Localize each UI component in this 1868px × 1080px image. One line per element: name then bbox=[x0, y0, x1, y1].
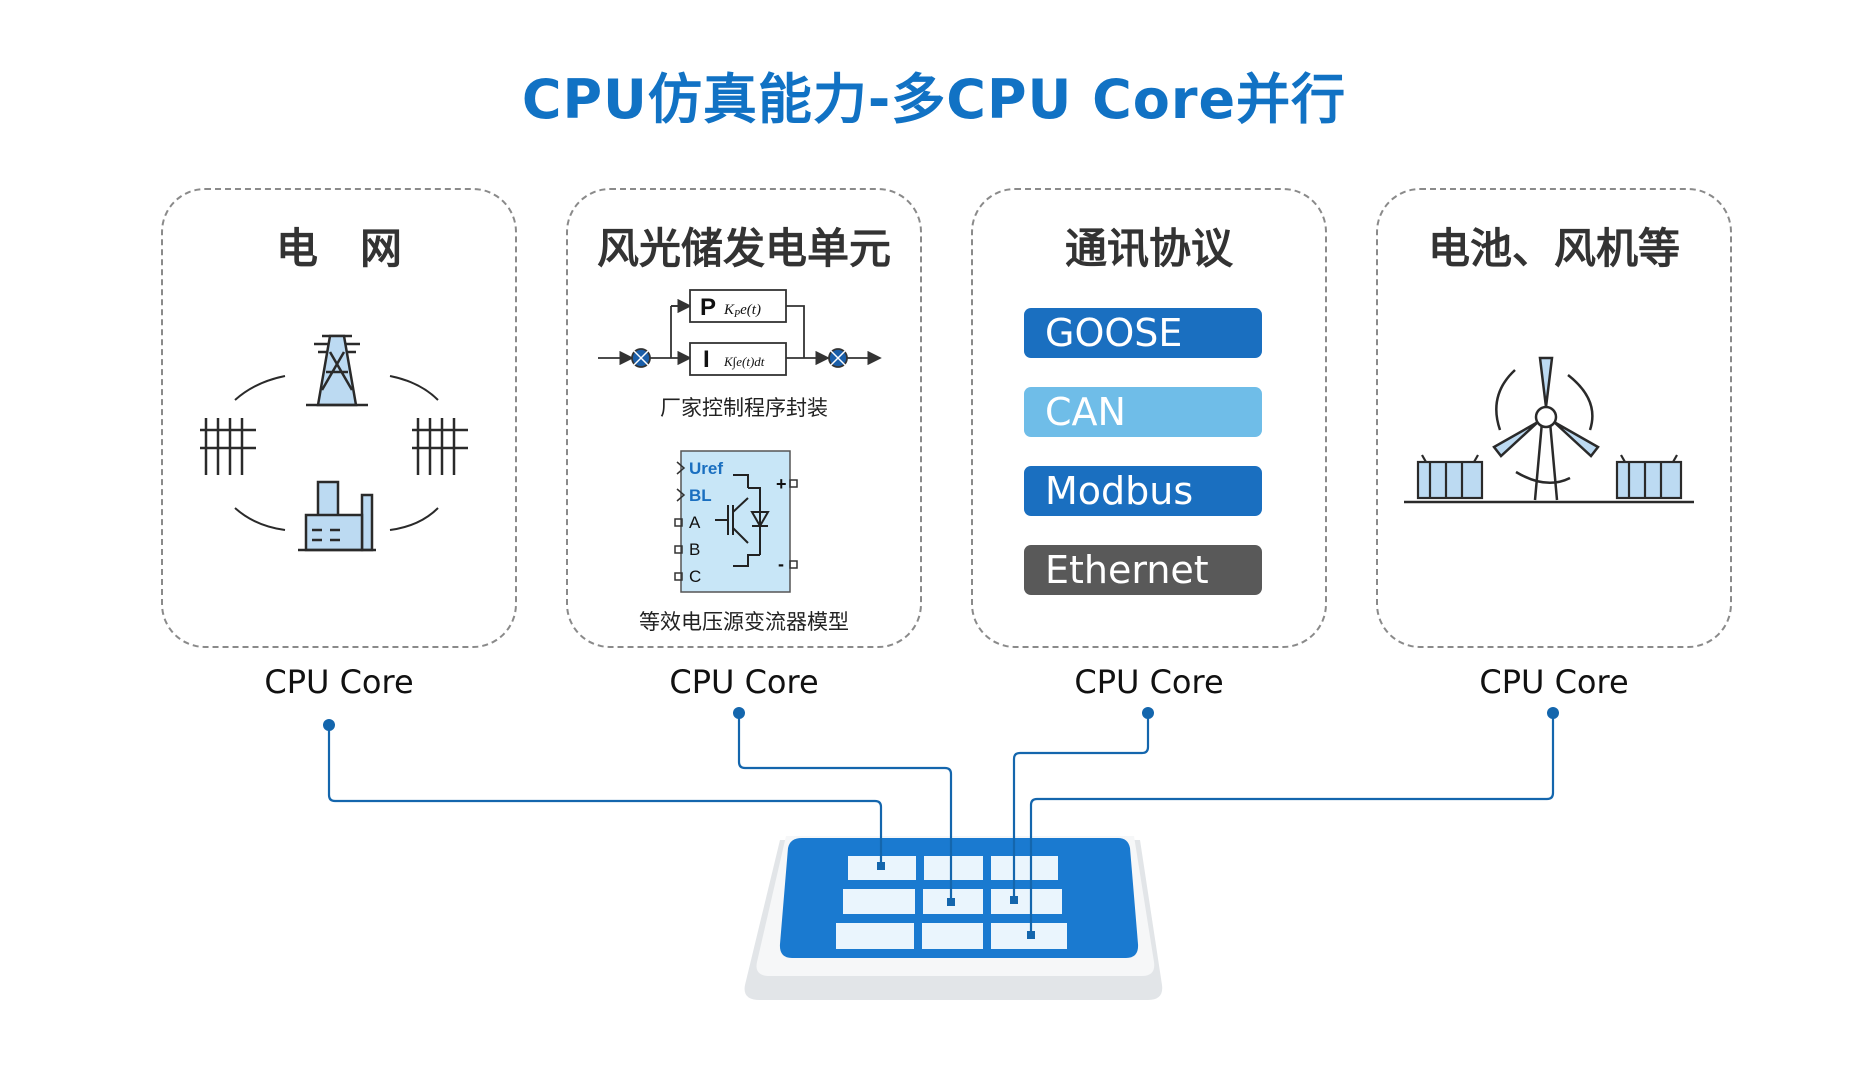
power-grid-icon bbox=[234, 375, 439, 531]
i-symbol: I bbox=[703, 346, 710, 373]
battery-container-icon bbox=[1416, 454, 1484, 500]
panel-title-generation: 风光储发电单元 bbox=[596, 224, 891, 273]
panel-title-grid: 电 网 bbox=[275, 224, 402, 273]
vsc-input-a: A bbox=[689, 513, 701, 532]
page-title: CPU仿真能力-多CPU Core并行 bbox=[521, 68, 1347, 131]
panel-title-protocols: 通讯协议 bbox=[1064, 224, 1233, 273]
cpu-chip-icon bbox=[744, 836, 1163, 1000]
wind-turbine-icon bbox=[1492, 356, 1600, 501]
protocol-can: CAN bbox=[1024, 387, 1262, 437]
pi-controller-diagram bbox=[598, 289, 882, 376]
protocol-modbus: Modbus bbox=[1024, 466, 1262, 516]
core-label-2: CPU Core bbox=[669, 663, 819, 701]
igbt-icon bbox=[715, 474, 770, 567]
vsc-input-bl: BL bbox=[689, 486, 712, 505]
core-label-1: CPU Core bbox=[264, 663, 414, 701]
vsc-input-uref: Uref bbox=[689, 459, 723, 478]
transmission-tower-icon bbox=[306, 334, 368, 407]
controller-caption: 厂家控制程序封装 bbox=[660, 396, 828, 420]
core-label-4: CPU Core bbox=[1479, 663, 1629, 701]
connection-endpoints bbox=[323, 707, 1559, 939]
p-symbol: P bbox=[700, 294, 716, 321]
vsc-input-c: C bbox=[689, 567, 701, 586]
vsc-minus: - bbox=[778, 554, 784, 574]
core-connection-lines bbox=[327, 713, 1555, 935]
protocol-ethernet: Ethernet bbox=[1024, 545, 1262, 595]
vsc-block bbox=[674, 450, 798, 593]
power-pole-icon bbox=[412, 418, 468, 475]
i-formula: K∫e(t)dt bbox=[723, 354, 765, 370]
vsc-input-b: B bbox=[689, 540, 700, 559]
panel-title-battery-wind: 电池、风机等 bbox=[1427, 224, 1680, 273]
battery-container-icon bbox=[1615, 454, 1683, 500]
vsc-plus: + bbox=[776, 474, 787, 494]
panel-battery-wind bbox=[1376, 188, 1732, 648]
power-plant-icon bbox=[298, 480, 376, 552]
power-pole-icon bbox=[200, 418, 256, 475]
protocol-goose: GOOSE bbox=[1024, 308, 1262, 358]
p-formula: KPe(t) bbox=[723, 302, 761, 320]
vsc-caption: 等效电压源变流器模型 bbox=[639, 610, 849, 634]
panel-power-grid bbox=[161, 188, 517, 648]
panel-generation-units bbox=[566, 188, 922, 648]
panel-communication-protocols bbox=[971, 188, 1327, 648]
core-label-3: CPU Core bbox=[1074, 663, 1224, 701]
